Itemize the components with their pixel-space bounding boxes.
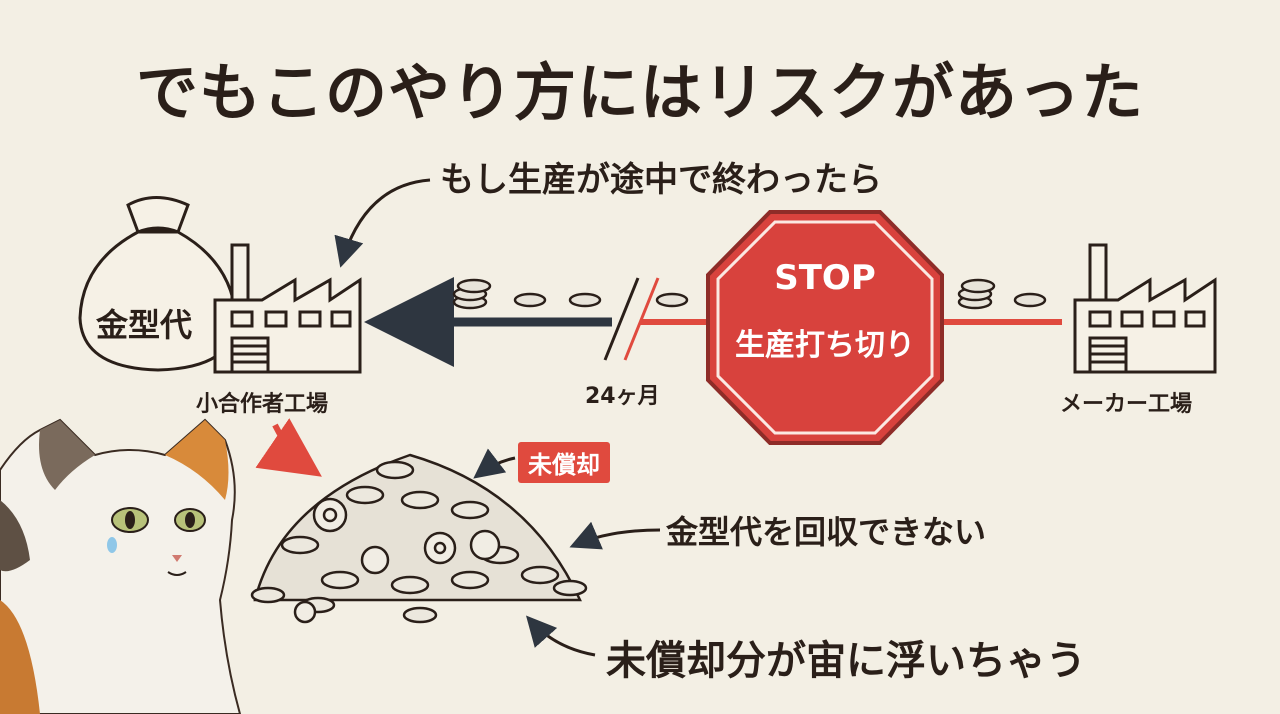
money-bag-icon bbox=[78, 196, 238, 372]
maker-factory-icon bbox=[1073, 243, 1217, 374]
cat-icon bbox=[0, 418, 242, 714]
coin-gear-pile-icon bbox=[250, 453, 588, 624]
coin-stacks-flow bbox=[452, 278, 1047, 310]
callout-arrow-to-factory bbox=[334, 178, 431, 268]
stop-sign-title: STOP bbox=[774, 258, 876, 298]
red-arrow-to-pile bbox=[255, 418, 322, 477]
break-mark-1 bbox=[603, 277, 640, 361]
months-label: 24ヶ月 bbox=[585, 384, 660, 409]
maker-factory-label: メーカー工場 bbox=[1060, 392, 1193, 417]
cannot-recover-label: 金型代を回収できない bbox=[666, 513, 987, 551]
page-title: でもこのやり方にはリスクがあった bbox=[135, 56, 1144, 129]
stop-sign-subtitle: 生産打ち切り bbox=[735, 328, 915, 363]
arrow-unamortized-to-pile bbox=[473, 448, 516, 479]
stop-sign-icon bbox=[706, 210, 944, 445]
break-mark-2 bbox=[623, 277, 660, 361]
floating-label: 未償却分が宙に浮いちゃう bbox=[606, 638, 1086, 684]
arrow-cannot-recover bbox=[569, 521, 661, 550]
unamortized-tag: 未償却 bbox=[518, 442, 610, 483]
small-factory-label: 小合作者工場 bbox=[196, 392, 329, 417]
if-stop-label: もし生産が途中で終わったら bbox=[440, 160, 882, 200]
mold-fee-label: 金型代 bbox=[96, 306, 193, 344]
arrow-floating bbox=[526, 615, 596, 657]
small-factory-icon bbox=[213, 243, 362, 374]
